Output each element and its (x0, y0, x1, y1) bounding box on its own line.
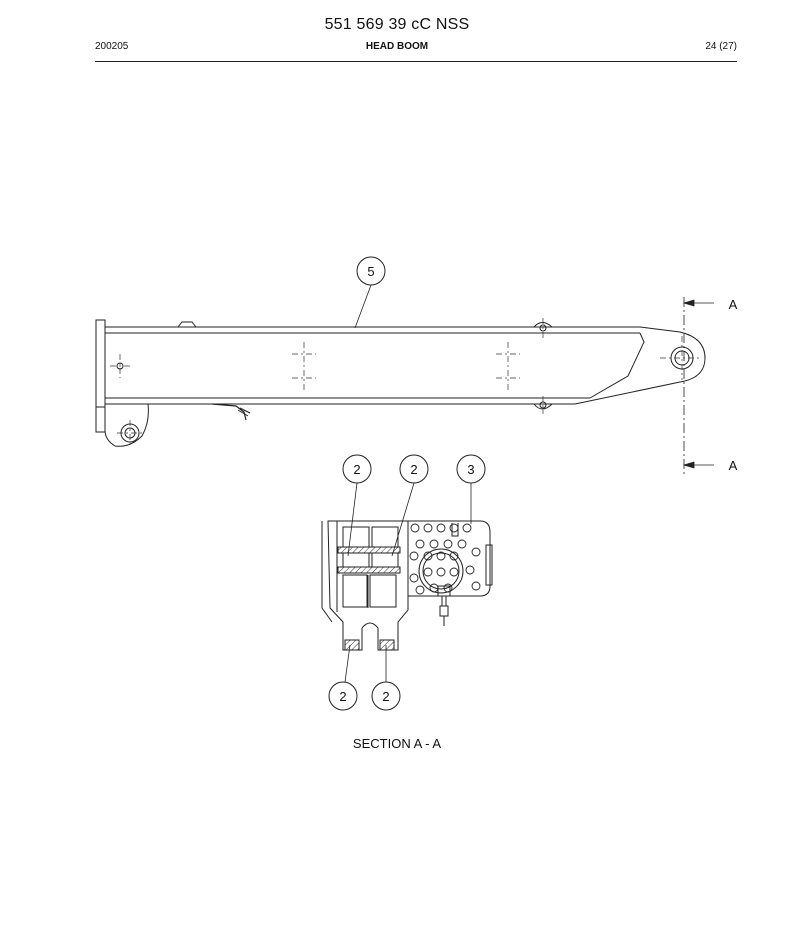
callout-lower-right: 2 (371, 645, 401, 711)
page-indicator: 24 (27) (705, 41, 737, 52)
callout-lower-left: 2 (328, 644, 358, 711)
svg-text:2: 2 (410, 462, 417, 477)
section-marker-bottom: A (729, 458, 738, 473)
section-cut-line (682, 297, 714, 475)
section-view (321, 520, 493, 651)
header-rule (95, 61, 737, 62)
callout-valve: 3 (456, 454, 486, 524)
section-caption: SECTION A - A (352, 736, 442, 751)
boom-centerlines (110, 318, 700, 446)
date-code: 200205 (95, 41, 129, 52)
boom-side-view (95, 319, 706, 447)
document-number: 551 569 39 cC NSS (324, 16, 470, 33)
section-title: HEAD BOOM (365, 41, 429, 52)
callout-upper-left: 2 (342, 454, 372, 557)
svg-text:2: 2 (339, 689, 346, 704)
svg-text:2: 2 (353, 462, 360, 477)
callout-boom: 5 (354, 256, 386, 329)
svg-text:3: 3 (467, 462, 474, 477)
svg-text:5: 5 (367, 264, 374, 279)
section-marker-top: A (729, 297, 738, 312)
svg-text:2: 2 (382, 689, 389, 704)
callout-upper-middle: 2 (391, 454, 429, 557)
